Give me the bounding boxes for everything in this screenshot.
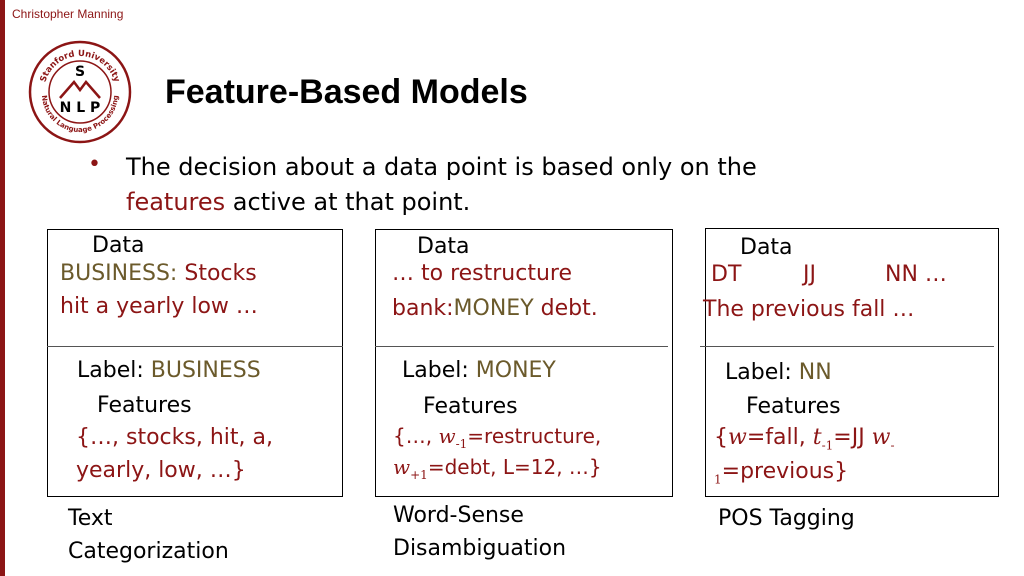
panel3-caption: POS Tagging [718,506,855,531]
panel2-f-w1-sub: -1 [455,437,468,451]
panel1-label-prefix: Label: [77,358,151,383]
panel3-f-w2: w [871,425,891,450]
panel-pos-tagging [705,228,999,497]
panel1-data-line2: hit a yearly low … [60,294,258,319]
panel1-label: Label: BUSINESS [77,358,261,383]
panel2-caption-line2: Disambiguation [393,536,567,561]
panel2-label: Label: MONEY [402,358,556,383]
slide-title: Feature-Based Models [165,73,528,111]
bullet-text-part2: active at that point. [225,188,471,216]
panel-word-sense-disambiguation [375,229,673,497]
panel2-label-value: MONEY [475,358,556,383]
panel3-f-w2-sub-a: - [890,438,895,453]
bullet-highlight-features: features [126,188,226,216]
panel2-f-w2-sub: +1 [410,468,428,482]
panel2-data-heading: Data [417,234,470,259]
panel3-label-value: NN [798,360,832,385]
panel3-f-t: t [812,425,822,450]
panel1-features-line1: {…, stocks, hit, a, [76,425,273,450]
left-accent-bar [0,0,5,576]
bullet-text-part1: The decision about a data point is based… [126,153,757,181]
panel2-data-line1: … to restructure [392,261,573,286]
panel1-data-heading: Data [92,233,145,258]
panel2-data-sense: MONEY [453,296,534,321]
panel3-data-line2: The previous fall … [703,297,915,322]
panel1-caption-line2: Categorization [68,539,229,564]
panel2-features-heading: Features [423,394,518,419]
panel1-features-heading: Features [97,393,192,418]
panel3-divider [700,346,994,347]
panel3-label-prefix: Label: [725,360,799,385]
panel3-f-w: w [728,425,747,450]
panel3-features-line2: 1=previous} [714,459,848,486]
panel2-caption-line1: Word-Sense [393,503,524,528]
panel3-data-heading: Data [740,235,793,260]
panel2-f-w2-val: =debt, L=12, …} [427,455,602,479]
panel2-divider [375,346,668,347]
panel2-data-rest: debt. [533,296,598,321]
panel2-f-w1-val: =restructure, [467,424,602,448]
panel2-label-prefix: Label: [402,358,476,383]
panel3-f-open: { [714,425,728,450]
author-name: Christopher Manning [12,7,124,21]
bullet-text: The decision about a data point is based… [126,150,886,220]
panel3-tag-dt: DT [711,262,742,287]
logo-letters-nlp: N L P [60,100,101,116]
panel3-f-w2-sub-b: 1 [714,472,722,487]
panel3-f-t-val: =JJ [833,425,872,450]
panel1-divider [47,346,343,347]
logo-mountain-icon [59,80,101,99]
panel1-data-line1: BUSINESS: Stocks [60,261,257,286]
panel1-data-category: BUSINESS: [60,261,178,286]
logo-letter-s: S [75,64,85,80]
panel2-data-word: bank: [392,296,454,321]
panel3-features-heading: Features [746,394,841,419]
panel1-label-value: BUSINESS [150,358,261,383]
panel3-tag-nn: NN … [885,262,947,287]
stanford-nlp-logo: Stanford University Natural Language Pro… [28,40,132,144]
panel2-f-w1: w [438,424,456,448]
panel1-data-text: Stocks [177,261,257,286]
panel1-caption-line1: Text [68,506,113,531]
panel-text-categorization [47,229,343,497]
panel2-features-line2: w+1=debt, L=12, …} [393,455,602,482]
panel3-f-w-val: =fall, [746,425,813,450]
panel3-f-w2-val: =previous} [721,459,849,484]
panel2-data-line2: bank:MONEY debt. [392,296,598,321]
panel2-features-line1: {…, w-1=restructure, [393,424,601,451]
bullet-marker: • [88,152,101,177]
panel3-tag-jj: JJ [803,262,816,287]
panel3-features-line1: {w=fall, t-1=JJ w- [714,425,895,452]
panel2-f-w2: w [393,455,411,479]
panel3-f-t-sub: -1 [821,438,834,453]
panel3-label: Label: NN [725,360,832,385]
panel2-f-open: {…, [393,424,439,448]
panel1-features-line2: yearly, low, …} [76,458,246,483]
